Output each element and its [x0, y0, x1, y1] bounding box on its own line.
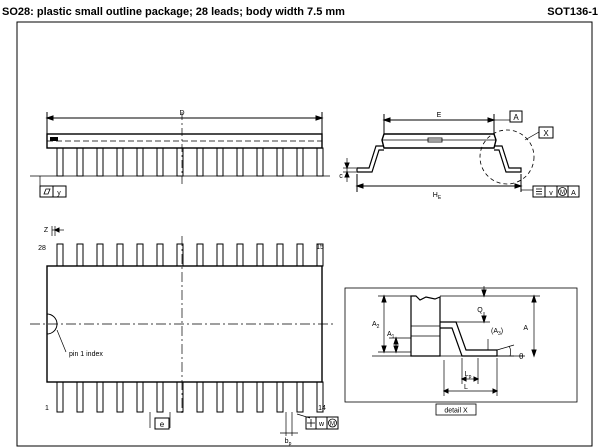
tol-m: M — [560, 190, 565, 196]
end-view — [343, 110, 580, 198]
top-lead-upper — [196, 243, 204, 267]
label-e: E — [437, 112, 442, 119]
side-lead — [96, 147, 104, 177]
top-lead-lower — [156, 381, 164, 413]
pin-1-index-label: pin 1 index — [69, 351, 103, 358]
side-lead — [156, 147, 164, 177]
top-lead-upper — [216, 243, 224, 267]
detail-x-label: detail X — [444, 408, 468, 415]
top-lead-lower — [296, 381, 304, 413]
detail-x-box: X — [543, 129, 549, 138]
top-lead-upper — [136, 243, 144, 267]
top-lead-lower — [76, 381, 84, 413]
side-lead — [316, 147, 324, 177]
top-lead-upper — [236, 243, 244, 267]
side-lead — [196, 147, 204, 177]
pin-15-label: 15 — [316, 244, 324, 251]
tol-w: w — [318, 421, 325, 428]
top-lead-upper — [116, 243, 124, 267]
top-lead-upper — [56, 243, 64, 267]
top-lead-lower — [176, 381, 184, 413]
side-lead — [56, 147, 64, 177]
top-lead-upper — [96, 243, 104, 267]
top-lead-upper — [296, 243, 304, 267]
top-lead-lower — [316, 381, 324, 413]
top-lead-upper — [156, 243, 164, 267]
detail-x-view — [344, 286, 578, 416]
label-a: A — [523, 325, 528, 332]
label-theta: θ — [519, 352, 524, 361]
label-e-pitch: e — [160, 420, 165, 429]
top-view — [30, 226, 339, 436]
datum-a-box: A — [513, 113, 519, 122]
side-lead — [216, 147, 224, 177]
side-lead — [236, 147, 244, 177]
top-lead-lower — [216, 381, 224, 413]
tol-m2: M — [330, 422, 335, 428]
top-lead-lower — [96, 381, 104, 413]
label-y: y — [57, 190, 61, 197]
label-q: Q — [477, 307, 483, 314]
label-l: L — [464, 384, 468, 391]
label-z: Z — [44, 227, 49, 234]
label-a2: A2 — [372, 321, 380, 330]
top-lead-lower — [236, 381, 244, 413]
top-lead-upper — [316, 243, 324, 267]
pin-28-label: 28 — [38, 245, 46, 252]
side-lead — [296, 147, 304, 177]
pin-1-label: 1 — [45, 405, 49, 412]
package-title: SO28: plastic small outline package; 28 … — [2, 6, 345, 18]
tol-v: v — [549, 190, 553, 197]
side-view-leads — [56, 147, 324, 177]
top-lead-upper — [256, 243, 264, 267]
top-lead-lower — [256, 381, 264, 413]
top-lead-lower — [116, 381, 124, 413]
side-lead — [116, 147, 124, 177]
label-a1: A1 — [387, 331, 395, 340]
top-lead-upper — [276, 243, 284, 267]
side-lead — [136, 147, 144, 177]
tol-a: A — [571, 190, 576, 197]
label-lp: Lp — [465, 371, 472, 380]
top-lead-upper — [176, 243, 184, 267]
side-lead — [276, 147, 284, 177]
side-lead — [256, 147, 264, 177]
side-lead — [176, 147, 184, 177]
top-lead-lower — [56, 381, 64, 413]
label-c: c — [339, 173, 343, 180]
label-he: HE — [433, 192, 442, 201]
top-view-leads — [56, 243, 324, 413]
label-d: D — [179, 110, 184, 117]
side-lead — [76, 147, 84, 177]
label-a3: (A3) — [491, 328, 503, 337]
top-lead-lower — [136, 381, 144, 413]
top-lead-lower — [196, 381, 204, 413]
top-lead-lower — [276, 381, 284, 413]
top-lead-upper — [76, 243, 84, 267]
package-code: SOT136-1 — [547, 6, 598, 18]
pin-14-label: 14 — [318, 405, 326, 412]
side-view — [30, 112, 330, 198]
drawing-frame — [16, 21, 593, 447]
label-bp: bp — [285, 438, 292, 447]
